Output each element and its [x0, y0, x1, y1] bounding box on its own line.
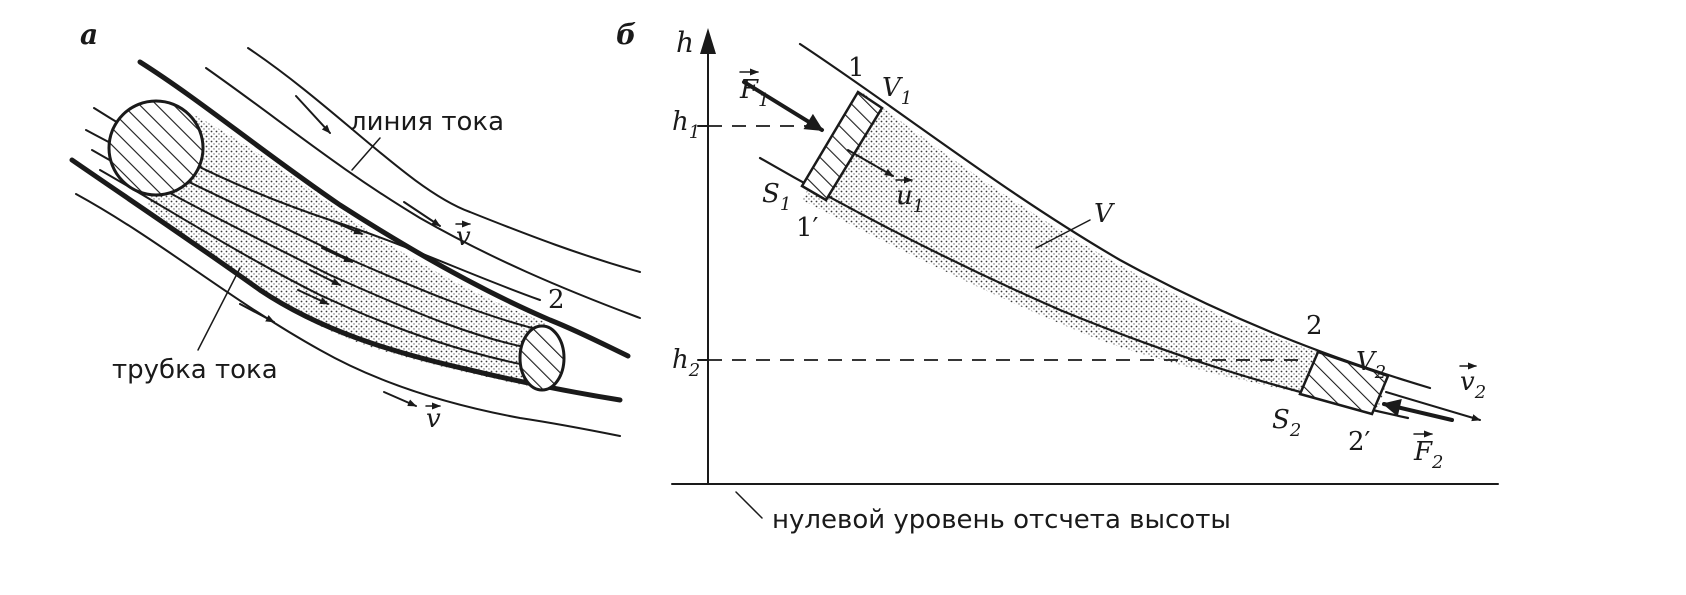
- point-1-label: 1: [848, 53, 865, 83]
- V1-label: V1: [882, 73, 912, 109]
- flow-arrow-1: [329, 219, 363, 235]
- F2-label: F2: [1413, 430, 1444, 473]
- tube-cross-section-2: [518, 324, 566, 392]
- svg-text:v: v: [456, 222, 471, 252]
- streamline-top: [247, 47, 641, 273]
- velocity-label-upper: v: [455, 220, 471, 252]
- section-2-hatched: [1298, 350, 1390, 416]
- point-2-label: 2: [1306, 311, 1323, 341]
- tube-leader: [197, 267, 241, 351]
- svg-text:u1: u1: [896, 181, 924, 217]
- svg-text:v: v: [426, 404, 441, 434]
- section-1-hatched: [800, 90, 884, 202]
- h-axis-label: h: [676, 26, 694, 59]
- svg-text:F1: F1: [739, 75, 770, 111]
- streamline-leader: [351, 137, 381, 171]
- V-label: V: [1094, 199, 1115, 229]
- tube-wall-lower-b: [758, 156, 1410, 420]
- panel-b: б h h1 h2 1 1′ 2 2′ V1 V: [616, 18, 1499, 535]
- velocity-label-lower: v: [425, 402, 441, 434]
- panel-b-label: б: [616, 18, 636, 51]
- zero-level-label: нулевой уровень отсчета высоты: [772, 505, 1231, 535]
- stream-tube-body: [148, 112, 545, 390]
- streamline-label: линия тока: [350, 107, 504, 137]
- h1-label: h1: [672, 107, 700, 143]
- tube-wall-upper: [137, 59, 631, 359]
- F1-label: F1: [739, 68, 770, 111]
- streamline-upper: [205, 67, 641, 319]
- force-F2-arrow: [1382, 398, 1454, 422]
- volume-leader: [1035, 219, 1091, 249]
- h2-label: h2: [672, 345, 700, 381]
- streamline-arrow-lower: [239, 303, 275, 323]
- velocity-u1-arrow: [847, 149, 894, 177]
- tube-cross-section-1: [107, 99, 205, 197]
- panel-a: а линия тока трубка тока: [69, 18, 641, 437]
- point-2prime-label: 2′: [1348, 427, 1371, 457]
- v2-label: v2: [1459, 362, 1486, 403]
- point-1prime-label: 1′: [796, 213, 819, 243]
- zero-level-leader: [735, 491, 763, 519]
- h-axis-arrowhead: [700, 28, 716, 54]
- S2-label: S2: [1272, 405, 1301, 441]
- section-2-label: 2: [548, 285, 565, 315]
- streamline-arrow-bottom: [383, 391, 417, 407]
- streamline-arrow-upper: [403, 201, 441, 227]
- panel-a-label: а: [80, 18, 98, 51]
- force-F1-arrow: [742, 80, 824, 132]
- svg-text:v2: v2: [1460, 367, 1486, 403]
- svg-text:F2: F2: [1413, 437, 1444, 473]
- S1-label: S1: [762, 179, 791, 215]
- internal-line-4: [99, 169, 541, 369]
- velocity-v2-arrow: [1385, 391, 1481, 422]
- flow-arrow-3: [309, 269, 341, 286]
- volume-region: [802, 92, 1388, 410]
- flow-arrow-4: [297, 289, 329, 305]
- streamline-lower: [75, 193, 621, 437]
- tube-label: трубка тока: [112, 355, 278, 385]
- V2-label: V2: [1356, 347, 1386, 383]
- u1-label: u1: [895, 176, 924, 217]
- flow-arrow-2: [321, 247, 353, 263]
- streamline-arrow-top: [295, 95, 331, 134]
